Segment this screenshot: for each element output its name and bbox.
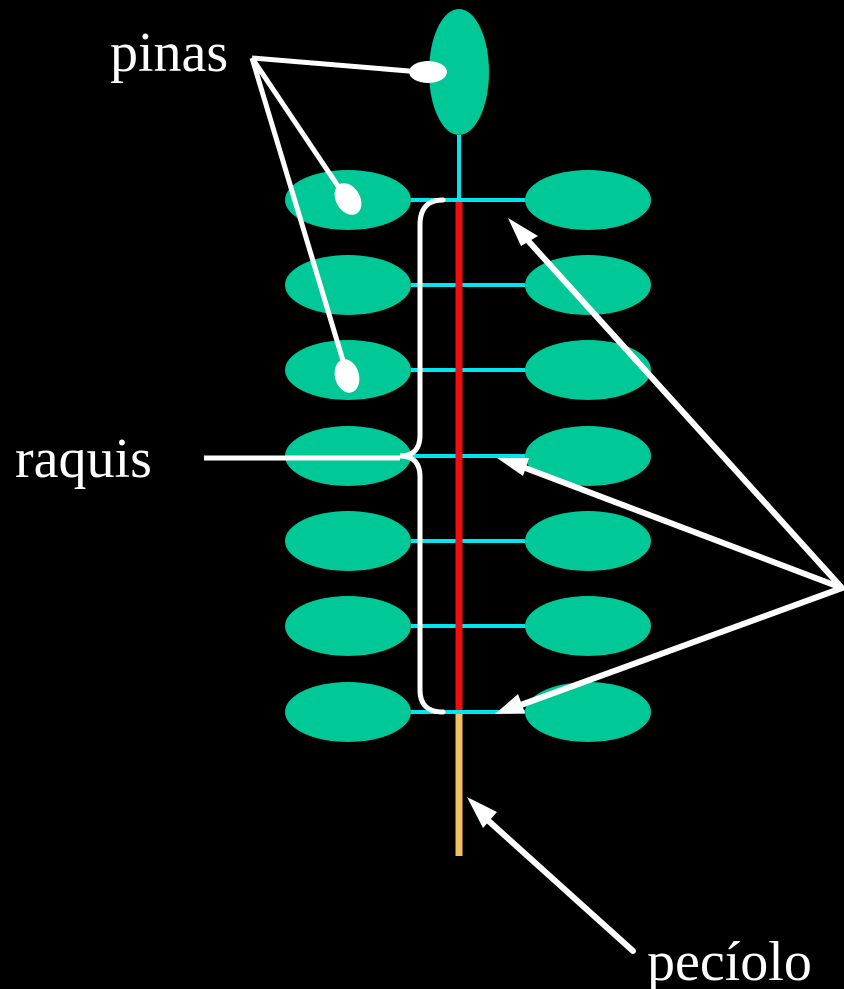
peciolo-pointer bbox=[479, 812, 636, 954]
arrowhead-bottom bbox=[495, 694, 525, 714]
pointer-head-pinna-3 bbox=[334, 359, 360, 393]
pinna-right-5 bbox=[525, 511, 651, 571]
pinas-pointers bbox=[249, 55, 422, 365]
pointer-head-terminal bbox=[409, 61, 447, 83]
label-raquis: raquis bbox=[15, 428, 152, 490]
peciolo-arrowhead bbox=[467, 797, 497, 828]
pointer-head-pinna-1 bbox=[334, 183, 362, 215]
label-pinas: pinas bbox=[110, 22, 228, 84]
pinna-right-7 bbox=[525, 682, 651, 742]
pinna-right-6 bbox=[525, 596, 651, 656]
pinna-right-1 bbox=[525, 170, 651, 230]
right-arrows bbox=[515, 231, 844, 709]
pinas-pointer-1 bbox=[251, 55, 422, 75]
left-pinnae bbox=[285, 170, 411, 742]
terminal-pinna bbox=[429, 9, 489, 135]
pinna-left-7 bbox=[285, 682, 411, 742]
pinas-pointer-3 bbox=[249, 57, 347, 365]
arrow-to-petiolule-bottom bbox=[515, 585, 844, 709]
label-peciolo: pecíolo bbox=[647, 931, 812, 989]
right-arrowheads bbox=[495, 218, 538, 714]
arrowhead-top bbox=[508, 218, 538, 246]
arrowhead-mid bbox=[497, 458, 529, 476]
arrow-to-petiolule-top bbox=[519, 231, 844, 591]
pinna-right-4 bbox=[525, 426, 651, 486]
pinna-right-3 bbox=[525, 340, 651, 400]
petiolules bbox=[411, 198, 525, 714]
pinas-pointer-2 bbox=[249, 56, 345, 194]
arrow-to-petiolule-mid bbox=[517, 463, 844, 591]
pinna-left-2 bbox=[285, 255, 411, 315]
pinna-left-5 bbox=[285, 511, 411, 571]
pinna-left-6 bbox=[285, 596, 411, 656]
